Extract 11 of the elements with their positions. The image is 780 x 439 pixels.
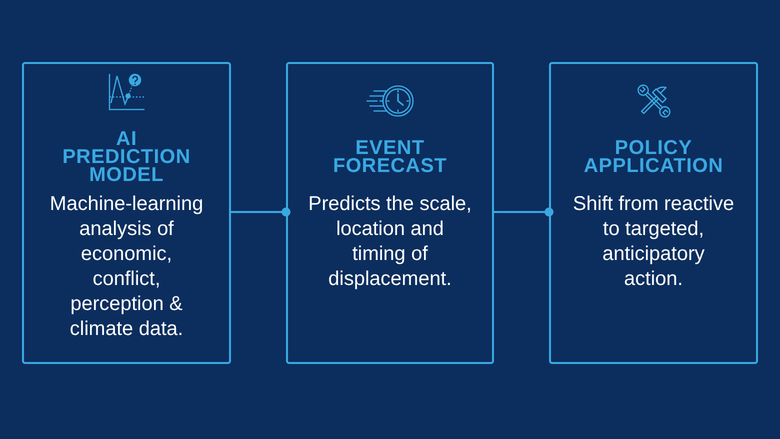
node-title: AI PREDICTION MODEL [61,130,192,184]
connector [231,208,290,216]
process-box [22,62,231,364]
node-title: EVENT FORECAST [332,139,448,175]
node-description: Machine-learning analysis of economic, conflict, perception & climate data. [48,192,204,342]
process-box [549,62,758,364]
connector [494,208,554,216]
node-title: POLICY APPLICATION [582,139,724,175]
node-description: Predicts the scale, location and timing of displacement. [308,192,472,292]
process-box [286,62,494,364]
node-description: Shift from reactive to targeted, anticipatory action. [572,192,736,292]
